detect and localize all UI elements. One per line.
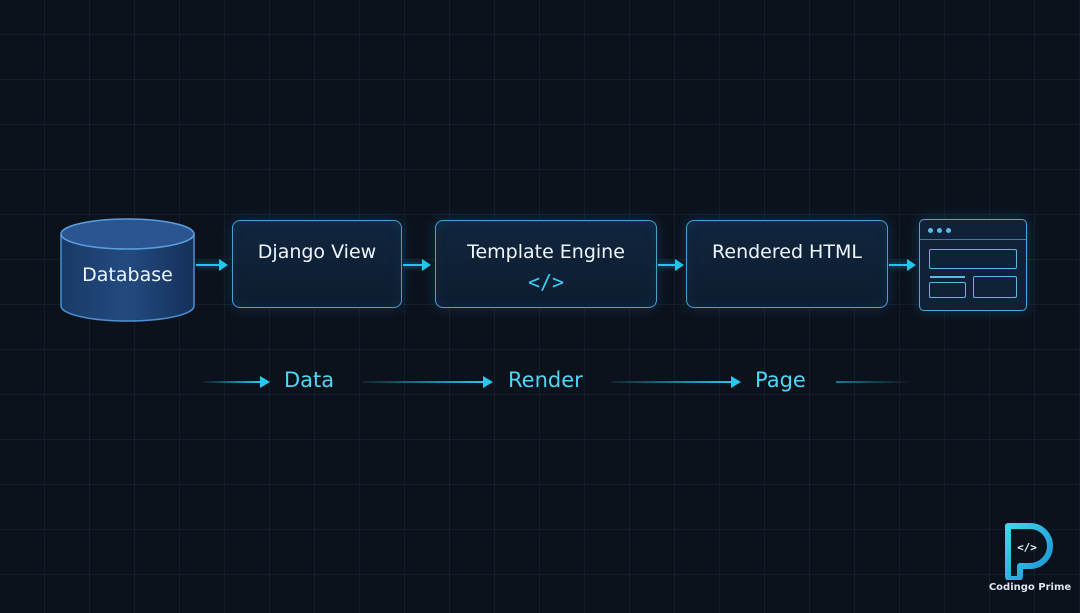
flow-line-render — [362, 381, 484, 383]
brand-name: Codingo Prime — [988, 582, 1072, 593]
arrow-database-to-view — [196, 259, 228, 271]
django-view-node: Django View — [232, 220, 402, 308]
logo-code-glyph: </> — [1017, 541, 1037, 554]
template-engine-label: Template Engine — [467, 241, 625, 263]
database-node: Database — [60, 218, 195, 323]
flow-arrowhead-icon — [731, 376, 741, 388]
django-view-label: Django View — [257, 241, 377, 263]
flow-label-page: Page — [755, 368, 806, 392]
flow-arrowhead-icon — [260, 376, 270, 388]
codingo-prime-logo-icon: </> — [1005, 523, 1053, 580]
page-content-block — [929, 282, 966, 298]
window-dot-icon — [946, 228, 951, 233]
arrow-html-to-page — [889, 259, 916, 271]
rendered-html-node: Rendered HTML — [686, 220, 888, 308]
brand-logo: </> Codingo Prime — [989, 522, 1071, 602]
page-text-line — [930, 276, 965, 278]
arrow-view-to-template — [403, 259, 431, 271]
code-brackets-icon: </> — [527, 270, 565, 294]
flow-arrowhead-icon — [483, 376, 493, 388]
arrow-template-to-html — [658, 259, 684, 271]
rendered-html-label: Rendered HTML — [712, 241, 862, 263]
page-header-block — [929, 249, 1017, 269]
page-content-block — [973, 276, 1017, 298]
browser-page-icon — [919, 219, 1027, 311]
template-engine-node: Template Engine </> — [435, 220, 657, 308]
flow-line-tail — [836, 381, 912, 383]
database-cylinder-icon — [60, 218, 195, 322]
flow-label-data: Data — [284, 368, 335, 392]
window-title-bar — [920, 239, 1026, 240]
flow-label-render: Render — [508, 368, 583, 392]
window-dot-icon — [937, 228, 942, 233]
window-dot-icon — [928, 228, 933, 233]
flow-line-page — [612, 381, 732, 383]
flow-line-data — [200, 381, 260, 383]
database-label: Database — [82, 264, 173, 286]
